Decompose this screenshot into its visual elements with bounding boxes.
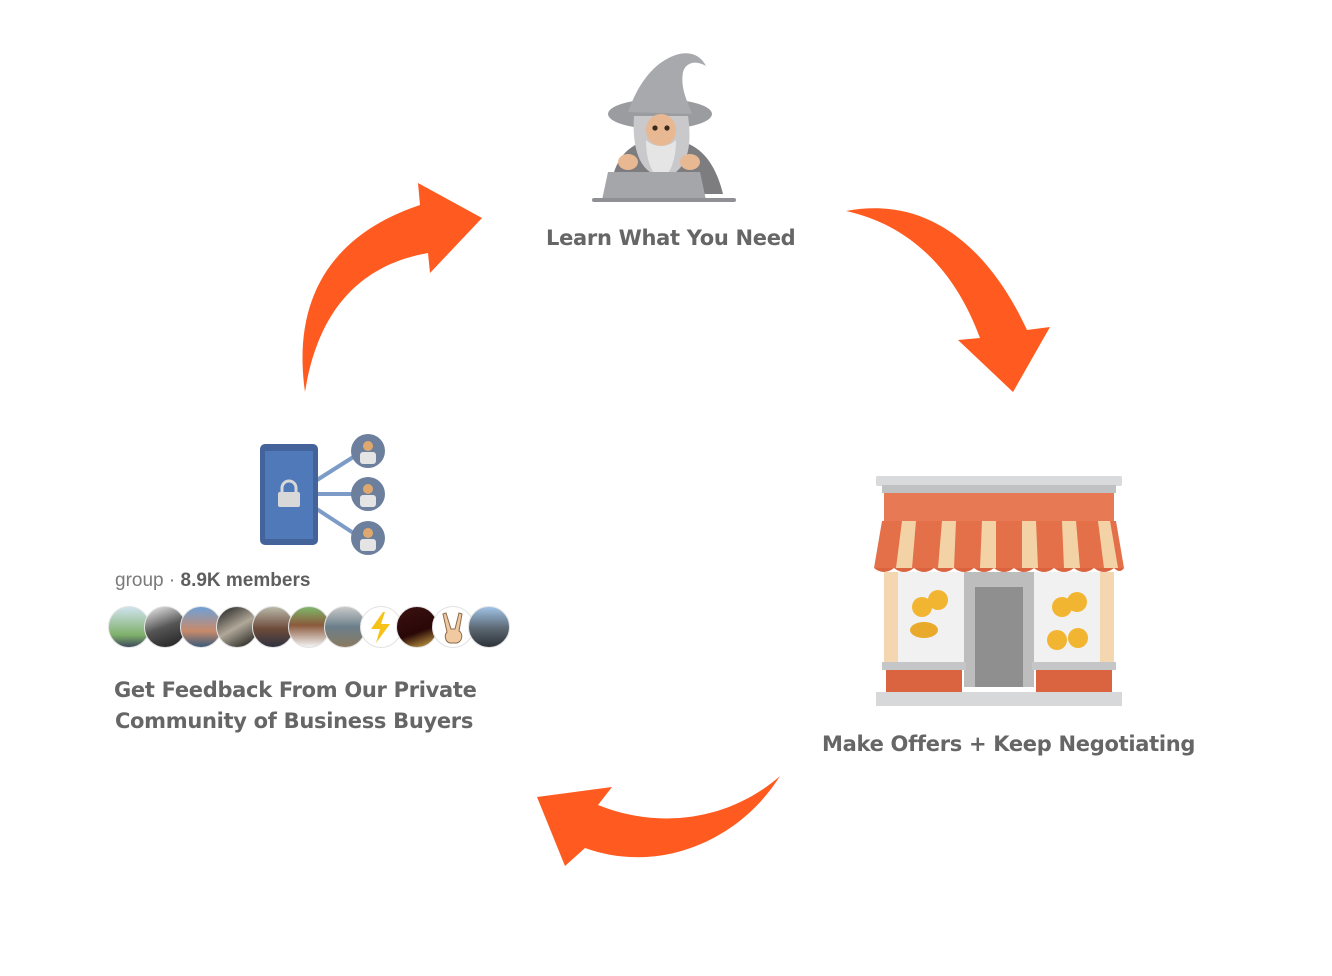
private-group-icon: [260, 434, 385, 555]
lock-icon: [278, 479, 300, 507]
arrow-feedback-to-learn: [302, 183, 482, 392]
group-type: group: [115, 570, 164, 591]
arrow-learn-to-offers: [846, 208, 1050, 392]
member-avatar[interactable]: [144, 606, 186, 648]
step-learn: [588, 44, 738, 204]
step-offers-label: Make Offers + Keep Negotiating: [822, 732, 1196, 756]
step-feedback-label-line-1: Get Feedback From Our Private: [114, 678, 477, 702]
peace-hand-icon: [442, 612, 463, 644]
awning: [874, 521, 1124, 572]
member-avatar-row: [108, 606, 518, 650]
step-feedback-label: Get Feedback From Our Private Community …: [114, 675, 477, 737]
arrow-offers-to-feedback: [537, 776, 780, 866]
wizard-with-laptop-icon: [592, 53, 736, 202]
step-offers: [872, 472, 1126, 712]
step-learn-label: Learn What You Need: [546, 226, 796, 250]
member-avatar[interactable]: [432, 606, 474, 648]
member-avatar[interactable]: [468, 606, 510, 648]
member-icon: [351, 434, 385, 468]
step-feedback: [258, 432, 390, 558]
lightning-bolt-icon: [371, 612, 390, 643]
storefront-icon: [874, 476, 1124, 706]
member-avatar[interactable]: [396, 606, 438, 648]
member-avatar[interactable]: [324, 606, 366, 648]
member-icon: [351, 477, 385, 511]
member-avatar[interactable]: [360, 606, 402, 648]
group-separator: ·: [168, 570, 176, 591]
step-feedback-label-line-2: Community of Business Buyers: [114, 709, 474, 733]
member-avatar[interactable]: [108, 606, 150, 648]
member-avatar[interactable]: [288, 606, 330, 648]
member-icon: [351, 521, 385, 555]
group-member-count: 8.9K members: [180, 570, 311, 591]
group-member-summary: group · 8.9K members: [115, 570, 310, 592]
member-avatar[interactable]: [216, 606, 258, 648]
